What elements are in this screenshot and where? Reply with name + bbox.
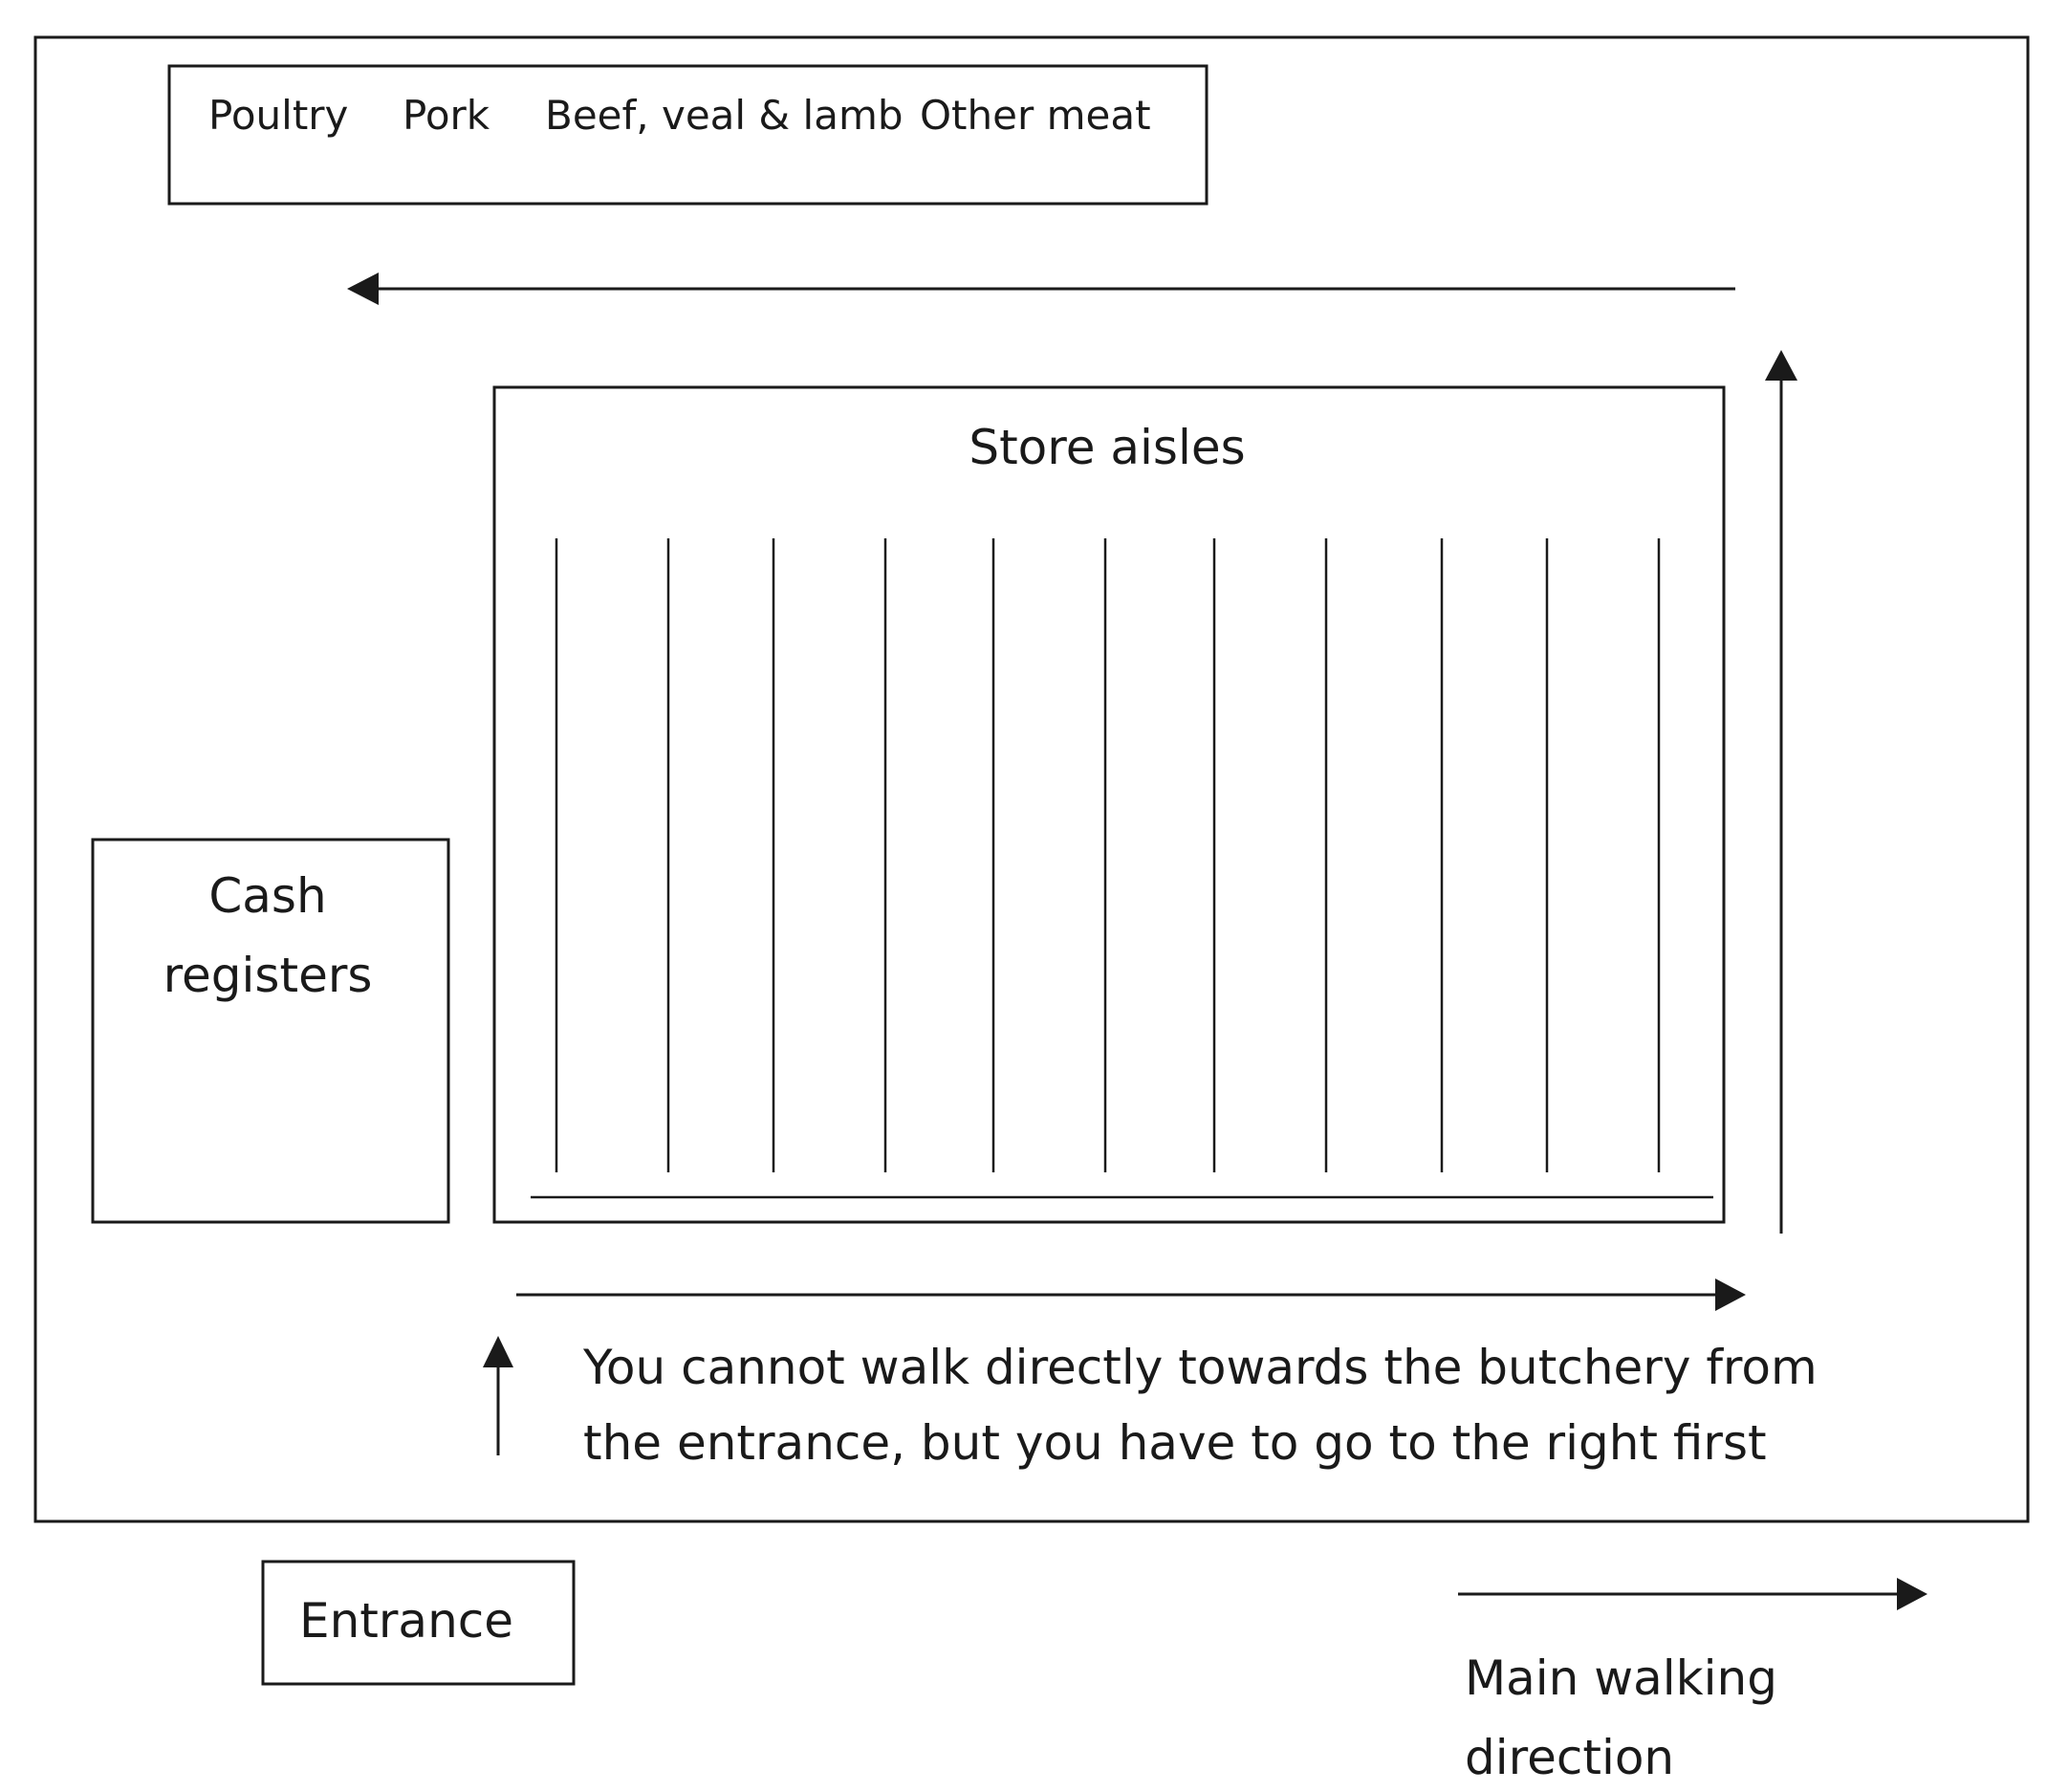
arrow-bottom-right (516, 1278, 1746, 1311)
meat-section-pork: Pork (403, 92, 490, 139)
cash-registers-label-line2: registers (163, 948, 373, 1003)
walking-note-line1: You cannot walk directly towards the but… (582, 1340, 1818, 1395)
store-outline (33, 35, 2030, 1523)
legend: Main walking direction (1458, 1578, 1927, 1785)
entrance: Entrance (261, 1560, 576, 1686)
arrow-entrance-up (483, 1336, 513, 1455)
entrance-box (261, 1560, 576, 1686)
walking-note-line2: the entrance, but you have to go to the … (583, 1415, 1767, 1471)
arrow-right-up (1765, 350, 1797, 1234)
legend-label-line2: direction (1465, 1730, 1674, 1785)
legend-arrow (1458, 1578, 1927, 1610)
meat-section-other-meat: Other meat (920, 92, 1151, 139)
store-aisles-box (492, 385, 1726, 1224)
meat-counter: Poultry Pork Beef, veal & lamb Other mea… (167, 64, 1209, 206)
meat-counter-box (167, 64, 1209, 206)
cash-registers: Cash registers (91, 838, 450, 1224)
cash-registers-label-line1: Cash (208, 868, 326, 924)
legend-label-line1: Main walking (1465, 1650, 1777, 1706)
cash-registers-box (91, 838, 450, 1224)
aisle-shelves (555, 538, 1661, 1172)
walking-note: You cannot walk directly towards the but… (582, 1340, 1818, 1471)
arrow-top-left (347, 273, 1735, 305)
entrance-label: Entrance (299, 1593, 513, 1649)
meat-section-beef-veal-lamb: Beef, veal & lamb (545, 92, 904, 139)
meat-section-poultry: Poultry (208, 92, 348, 139)
store-aisles: Store aisles (492, 385, 1726, 1224)
store-aisles-label: Store aisles (969, 420, 1245, 475)
